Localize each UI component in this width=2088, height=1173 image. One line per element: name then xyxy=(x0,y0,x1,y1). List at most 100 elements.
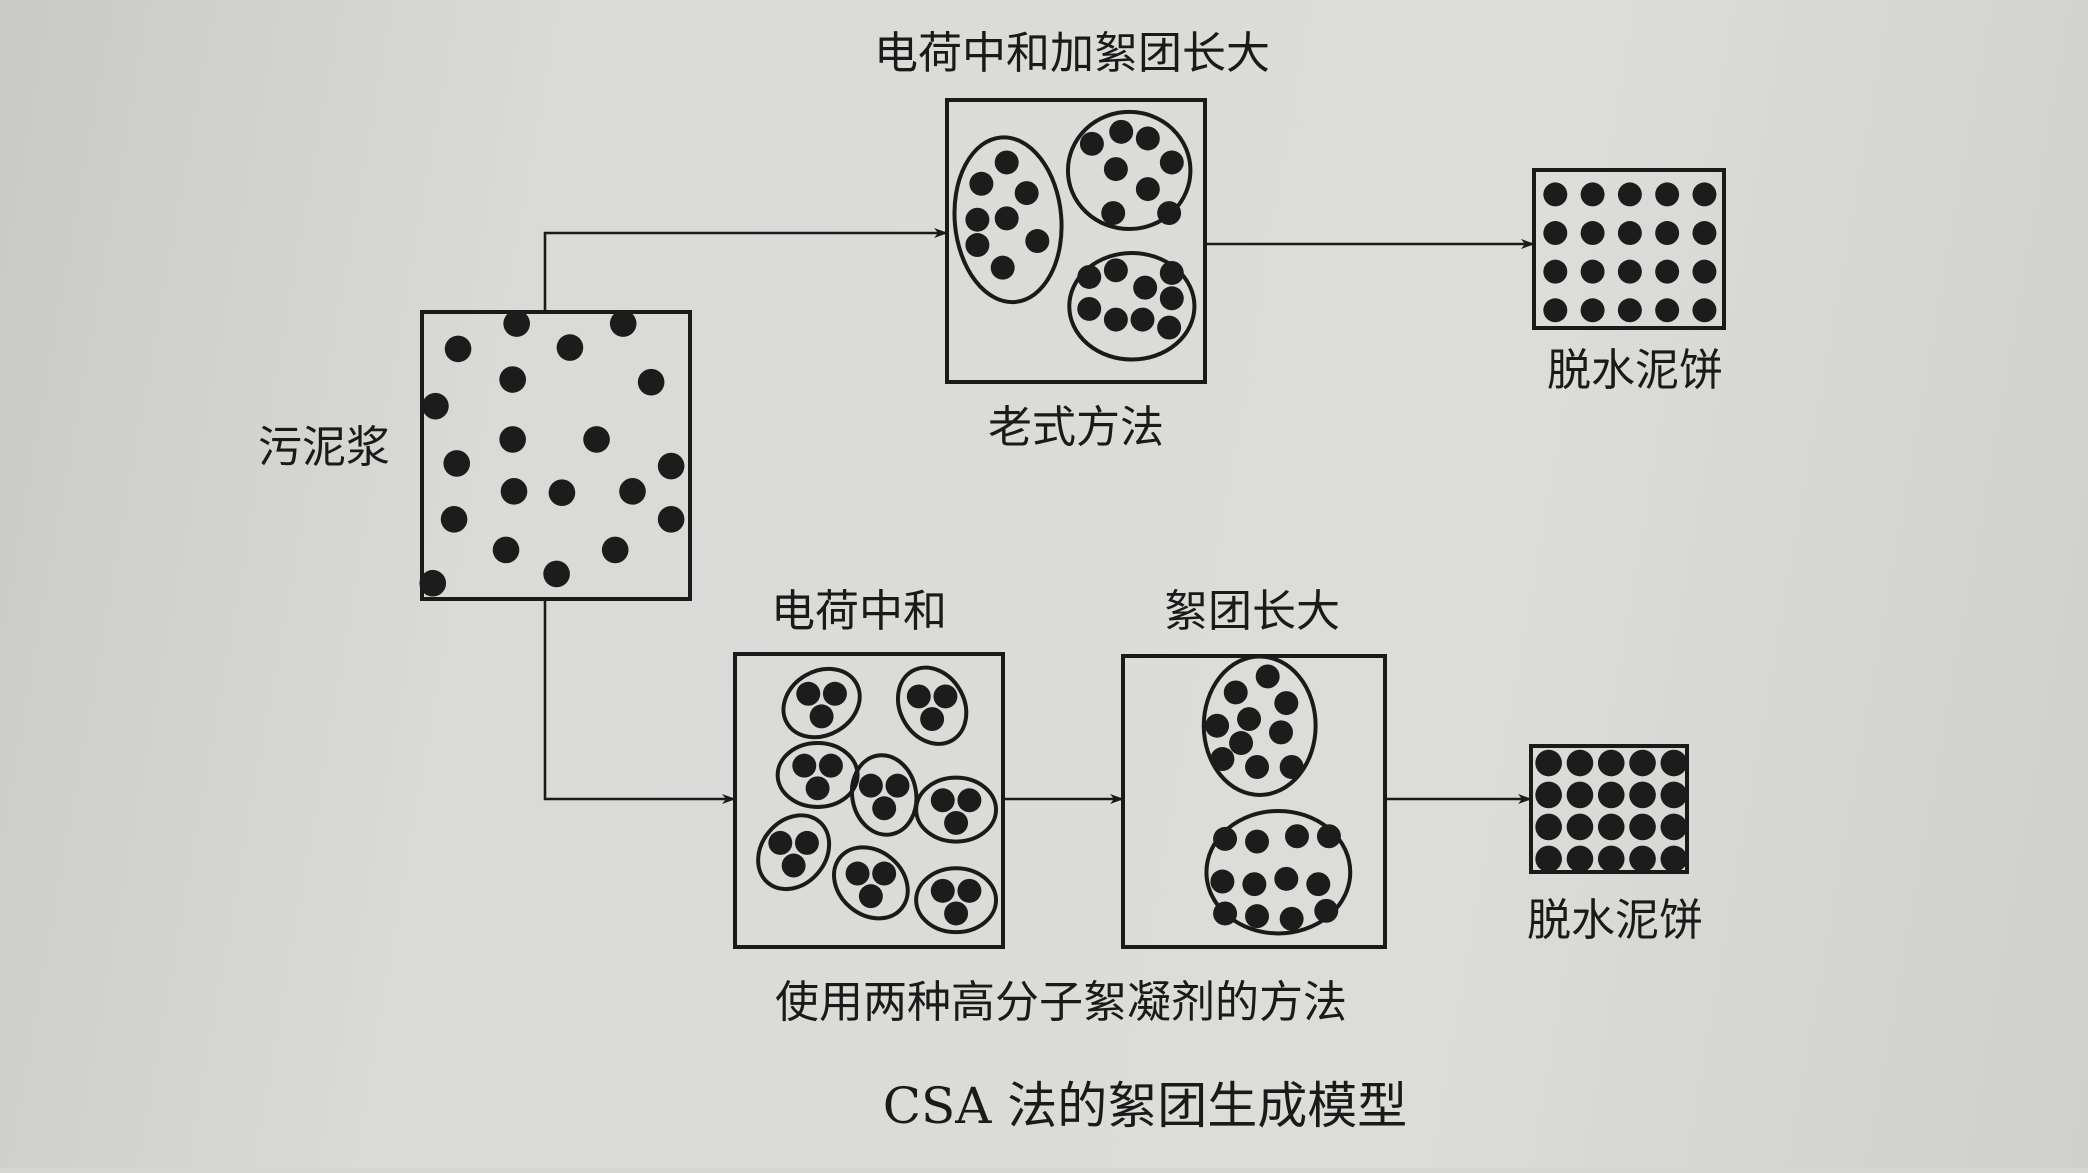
title-top: 电荷中和加絮团长大 xyxy=(874,28,1270,79)
particle xyxy=(1229,731,1254,756)
particle xyxy=(1617,182,1642,207)
particle xyxy=(796,681,821,706)
particle xyxy=(768,830,793,855)
particle xyxy=(637,368,665,396)
particle xyxy=(1660,845,1688,873)
particle xyxy=(1580,182,1605,207)
particle xyxy=(1159,260,1184,285)
floc-growth-label: 絮团长大 xyxy=(1164,586,1340,637)
old-method-box xyxy=(945,98,1207,384)
particle xyxy=(1223,680,1248,705)
particle xyxy=(1103,307,1128,332)
particle xyxy=(1535,845,1562,873)
particle xyxy=(1269,720,1293,745)
particle xyxy=(965,233,990,257)
old-method-label: 老式方法 xyxy=(988,402,1164,453)
particle xyxy=(1159,286,1184,311)
particle xyxy=(619,478,646,505)
particle xyxy=(1597,781,1625,809)
particle xyxy=(1655,259,1680,284)
particle xyxy=(1535,749,1562,777)
particle xyxy=(1692,221,1717,246)
particle xyxy=(906,684,931,709)
cake-label-bottom: 脱水泥饼 xyxy=(1527,895,1703,946)
particle xyxy=(1213,826,1238,851)
particle xyxy=(872,861,897,886)
particle xyxy=(657,506,685,533)
particle xyxy=(492,536,520,564)
particle xyxy=(944,810,969,835)
particle xyxy=(1597,845,1625,873)
floc-outline xyxy=(781,666,862,740)
particle xyxy=(657,452,685,480)
particle xyxy=(794,830,819,855)
particle xyxy=(920,707,945,732)
floc-growth-box xyxy=(1121,654,1387,949)
particle xyxy=(1660,781,1688,809)
figure-caption: CSA 法的絮团生成模型 xyxy=(883,1077,1408,1135)
floc-outline xyxy=(849,753,919,837)
particle xyxy=(1655,221,1680,246)
particle xyxy=(822,681,847,706)
floc-outline xyxy=(832,845,910,921)
particle xyxy=(930,788,955,813)
particle xyxy=(1660,813,1688,841)
particle xyxy=(1245,755,1270,779)
particle xyxy=(1077,296,1102,321)
cake-label-top: 脱水泥饼 xyxy=(1547,345,1723,396)
particle xyxy=(1535,781,1562,809)
particle xyxy=(548,479,576,507)
floc-outline xyxy=(1201,654,1318,797)
particle xyxy=(1135,126,1160,151)
particle xyxy=(805,776,830,801)
floc-outline xyxy=(895,665,969,746)
particle xyxy=(1629,845,1656,873)
particle xyxy=(957,878,982,903)
particle xyxy=(1135,177,1160,202)
particle xyxy=(933,684,958,709)
particle xyxy=(969,171,994,196)
particle xyxy=(1279,755,1304,779)
particle xyxy=(1692,259,1717,284)
particle xyxy=(1660,749,1688,777)
particle xyxy=(440,506,468,533)
particle xyxy=(1213,901,1238,926)
particle xyxy=(818,753,843,778)
particle xyxy=(609,310,637,337)
particle xyxy=(1580,259,1605,284)
arrow-to-charge-neutralization xyxy=(543,599,736,804)
particle xyxy=(1655,182,1680,207)
floc-outline xyxy=(914,775,999,844)
particle xyxy=(1629,749,1656,777)
particle xyxy=(1210,747,1235,771)
particle xyxy=(858,884,883,909)
particle xyxy=(1629,813,1656,841)
particle xyxy=(1692,182,1717,207)
particle xyxy=(1245,829,1270,854)
particle xyxy=(1103,157,1128,182)
particle xyxy=(422,392,449,420)
particle xyxy=(1279,906,1304,931)
particle xyxy=(1655,298,1680,323)
particle xyxy=(994,150,1019,175)
dewatered-cake-top-box xyxy=(1532,168,1726,330)
particle xyxy=(1597,813,1625,841)
particle xyxy=(601,536,629,564)
particle xyxy=(1255,664,1280,689)
particle xyxy=(556,334,584,361)
particle xyxy=(845,861,870,886)
particle xyxy=(1014,181,1039,206)
particle xyxy=(1543,298,1568,323)
particle xyxy=(443,450,471,477)
particle xyxy=(1205,713,1230,738)
floc-outline xyxy=(1204,808,1353,936)
particle xyxy=(444,335,472,363)
particle xyxy=(1566,781,1594,809)
particle xyxy=(1157,315,1182,340)
floc-outline xyxy=(756,813,832,892)
particle xyxy=(1617,298,1642,323)
floc-outline xyxy=(775,741,860,809)
particle xyxy=(1210,869,1235,894)
particle xyxy=(1133,275,1158,300)
